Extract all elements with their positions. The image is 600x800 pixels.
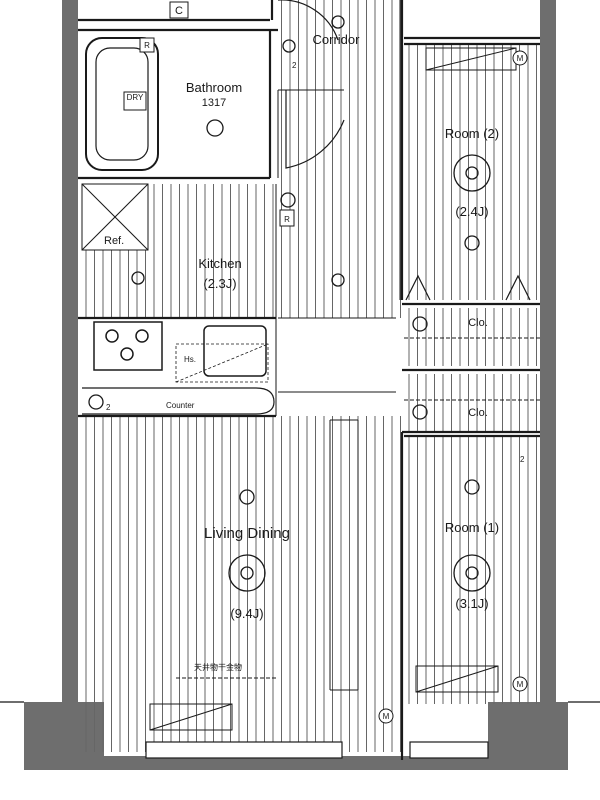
closet-rails <box>404 337 540 401</box>
light-icon <box>206 119 224 137</box>
outlet-marker-box <box>139 37 155 53</box>
markers: C R R M M M 2 2 2 <box>106 1 528 724</box>
light-icon <box>412 316 428 332</box>
bathtub-outer <box>85 37 159 171</box>
light-icon <box>465 566 479 580</box>
range-hood <box>175 343 269 383</box>
closet-marker-box <box>169 1 189 19</box>
light-icon <box>131 271 145 285</box>
meter-icon <box>378 708 394 724</box>
room1-floor <box>408 436 542 704</box>
closet-lower-floor <box>404 374 542 432</box>
light-icon <box>280 192 296 208</box>
light-icon <box>282 39 296 53</box>
hood-label: Hs. <box>184 355 196 364</box>
bathtub-inner <box>95 47 149 161</box>
corridor-label: Corridor <box>313 32 361 47</box>
light-icon <box>331 273 345 287</box>
light-icon <box>88 394 104 410</box>
refrigerator-outlet: R <box>284 215 290 224</box>
stove <box>93 321 163 371</box>
dryer-unit: DRY <box>123 91 147 111</box>
room2-size: (2.4J) <box>455 204 488 219</box>
flooring-areas <box>82 0 542 752</box>
light-icon <box>464 479 480 495</box>
light-icon <box>331 15 345 29</box>
closet-upper-label: Clo. <box>468 317 488 329</box>
light-icon <box>228 554 266 592</box>
meter-icon <box>512 50 528 66</box>
living-floor <box>82 416 402 752</box>
ceiling-storage-label: 天井物干金物 <box>194 662 242 672</box>
kitchen-counter <box>82 387 275 415</box>
closet-lower-label: Clo. <box>468 407 488 419</box>
dryer-box <box>123 91 147 111</box>
kitchen-label: Kitchen <box>198 256 241 271</box>
bathroom-label: Bathroom <box>186 80 242 95</box>
counter-label: Counter <box>166 401 195 410</box>
room1-size: (3.1J) <box>455 596 488 611</box>
refrigerator <box>81 183 149 251</box>
outlet-marker: R <box>144 41 150 50</box>
wall-details <box>275 0 401 691</box>
closet-marker: C <box>175 5 183 17</box>
bathroom-code: 1317 <box>202 97 226 109</box>
interior-walls <box>78 0 540 760</box>
dryer-label: DRY <box>127 93 144 102</box>
living-label: Living Dining <box>204 525 290 542</box>
room1-label: Room (1) <box>445 520 499 535</box>
light-icon <box>239 489 255 505</box>
room2-floor <box>408 44 542 300</box>
kitchen-sink <box>203 325 267 377</box>
living-window <box>145 741 343 759</box>
room-labels: Corridor Bathroom 1317 Kitchen (2.3J) Ro… <box>186 32 499 672</box>
meter-marker: M <box>383 712 390 721</box>
room1-window <box>409 741 489 759</box>
ceiling-lights <box>88 15 491 592</box>
light-icon <box>453 154 491 192</box>
outlet-count: 2 <box>520 455 525 464</box>
living-size: (9.4J) <box>230 606 263 621</box>
outlet-count: 2 <box>292 61 297 70</box>
windows <box>145 741 489 759</box>
door-swings <box>278 0 531 301</box>
light-icon <box>464 235 480 251</box>
light-icon <box>453 554 491 592</box>
meter-marker: M <box>517 680 524 689</box>
refrigerator-outlet-box <box>279 209 295 227</box>
light-icon <box>240 566 254 580</box>
meter-marker: M <box>517 54 524 63</box>
corridor-floor <box>278 0 402 318</box>
room2-label: Room (2) <box>445 126 499 141</box>
light-icon <box>412 404 428 420</box>
bathtub <box>85 37 159 171</box>
kitchen-size: (2.3J) <box>203 276 236 291</box>
refrigerator-label: Ref. <box>104 235 124 247</box>
light-icon <box>465 166 479 180</box>
meter-icon <box>512 676 528 692</box>
outlet-count: 2 <box>106 403 111 412</box>
closet-upper-floor <box>404 308 542 366</box>
